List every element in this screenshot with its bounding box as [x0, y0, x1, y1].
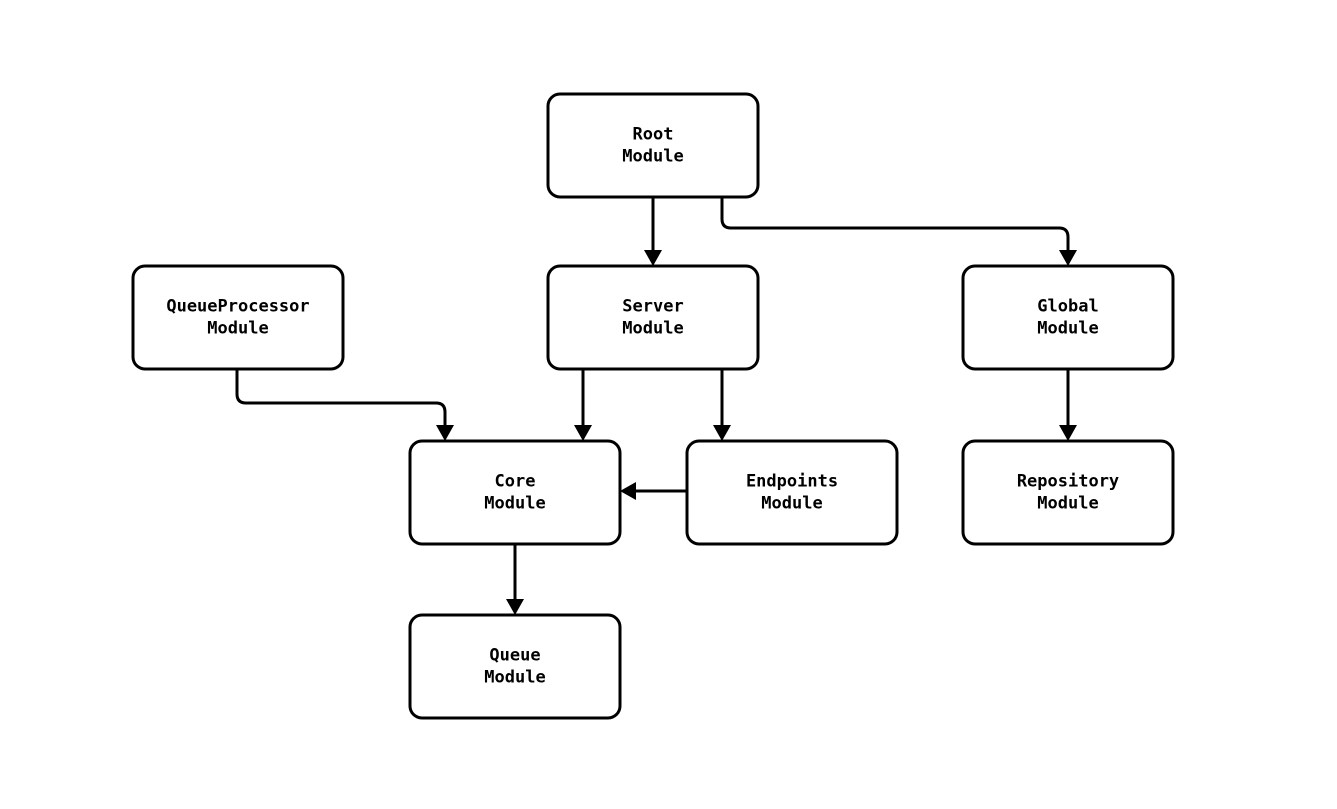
queueprocessor-module-node-label-line1: QueueProcessor: [166, 297, 309, 317]
global-module-node-label-line2: Module: [1037, 319, 1098, 339]
repository-module-node-label-line2: Module: [1037, 494, 1098, 514]
edge-server-to-endpoints-arrowhead-icon: [713, 425, 731, 441]
queue-module-node-box[interactable]: [408, 613, 622, 720]
root-module-node-label-line2: Module: [622, 147, 683, 167]
queue-module-node-label-line2: Module: [484, 668, 545, 688]
server-module-node-label-line1: Server: [622, 297, 683, 317]
edges-layer: [235, 197, 1077, 615]
endpoints-module-node-label-line2: Module: [761, 494, 822, 514]
edge-root-to-global: [720, 197, 1077, 266]
edge-root-to-global-arrowhead-icon: [1059, 250, 1077, 266]
core-module-node-box[interactable]: [408, 439, 622, 546]
root-module-node-label-line1: Root: [633, 125, 674, 145]
queueprocessor-module-node-label-line2: Module: [207, 319, 268, 339]
edge-server-to-core: [574, 369, 592, 441]
edge-queueprocessor-to-core: [235, 369, 454, 441]
edge-global-to-repository: [1059, 369, 1077, 441]
edge-root-to-server: [644, 197, 662, 266]
edge-server-to-core-arrowhead-icon: [574, 425, 592, 441]
edge-endpoints-to-core: [620, 482, 687, 500]
core-module-node-label-line1: Core: [495, 472, 536, 492]
server-module-node-box[interactable]: [546, 264, 760, 371]
endpoints-module-node-box[interactable]: [685, 439, 899, 546]
edge-root-to-server-arrowhead-icon: [644, 250, 662, 266]
endpoints-module-node-label-line1: Endpoints: [746, 472, 838, 492]
repository-module-node-box[interactable]: [961, 439, 1175, 546]
queueprocessor-module-node-box[interactable]: [131, 264, 345, 371]
core-module-node-label-line2: Module: [484, 494, 545, 514]
edge-global-to-repository-arrowhead-icon: [1059, 425, 1077, 441]
repository-module-node-label-line1: Repository: [1017, 472, 1119, 492]
edge-root-to-global-line: [720, 197, 1070, 250]
queue-module-node-label-line1: Queue: [489, 646, 540, 666]
edge-queueprocessor-to-core-line: [235, 369, 447, 425]
global-module-node-box[interactable]: [961, 264, 1175, 371]
edge-core-to-queue: [506, 544, 524, 615]
edge-queueprocessor-to-core-arrowhead-icon: [436, 425, 454, 441]
edge-endpoints-to-core-arrowhead-icon: [620, 482, 636, 500]
server-module-node-label-line2: Module: [622, 319, 683, 339]
root-module-node-box[interactable]: [546, 92, 760, 199]
edge-server-to-endpoints: [713, 369, 731, 441]
edge-core-to-queue-arrowhead-icon: [506, 599, 524, 615]
global-module-node-label-line1: Global: [1037, 297, 1098, 317]
